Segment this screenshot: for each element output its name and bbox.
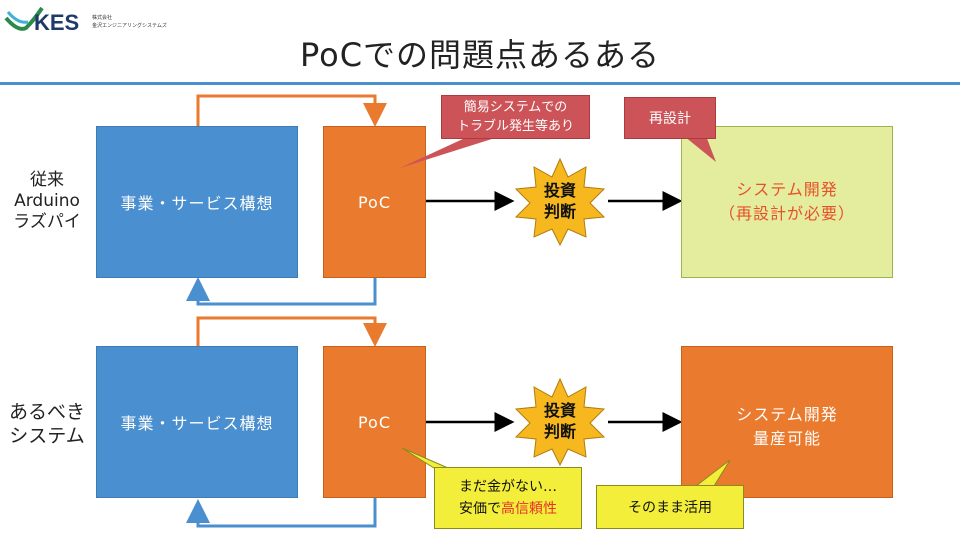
trouble-callout-tail [400,138,495,168]
top-system-line1: システム開発 [736,180,838,199]
logo-swoosh-icon [4,6,44,31]
top-poc-label: PoC [357,192,392,212]
bottom-business-label: 事業・サービス構想 [120,414,274,433]
money-callout: まだ金がない… 安価で高信頼性 [434,467,582,529]
top-back-loop-arrow [186,277,377,306]
top-poc-box: PoC [323,126,426,278]
top-business-box: 事業・サービス構想 [96,126,298,278]
money-line2: 安価で高信頼性 [435,498,581,520]
bottom-invest-label: 投資 判断 [543,401,576,441]
bottom-back-loop-arrow [186,498,377,528]
bottom-business-box: 事業・サービス構想 [96,346,298,498]
bottom-poc-label: PoC [357,412,392,432]
reuse-label: そのまま活用 [628,500,712,516]
redesign-label: 再設計 [649,111,691,127]
redesign-callout-tail [684,136,716,162]
logo-sub2: 金沢エンジニアリングシステムズ [92,23,167,29]
money-line2-highlight: 高信頼性 [501,501,557,517]
reuse-callout: そのまま活用 [596,485,744,529]
title-divider [0,82,960,85]
logo-brand: KES [34,10,80,35]
reuse-callout-tail [694,459,731,487]
top-invest-label: 投資 判断 [543,181,576,221]
row-label-ideal: あるべき システム [8,401,85,447]
trouble-callout: 簡易システムでの トラブル発生等あり [441,95,590,139]
bottom-forward-loop-arrow [196,316,387,347]
bottom-poc-box: PoC [323,346,426,498]
top-business-label: 事業・サービス構想 [120,194,274,213]
bottom-invest-star-icon [514,377,606,467]
top-invest-star-icon [514,157,606,247]
bottom-system-line1: システム開発 [736,405,838,424]
company-logo: KES 株式会社 金沢エンジニアリングシステムズ [4,6,174,36]
trouble-line2: トラブル発生等あり [456,119,574,134]
slide-title: PoCでの問題点あるある [299,36,661,74]
redesign-callout: 再設計 [624,97,716,139]
top-forward-loop-arrow [196,94,387,127]
money-line2-prefix: 安価で [459,501,501,517]
row-label-current: 従来 Arduino ラズパイ [13,170,81,232]
money-line1: まだ金がない… [459,479,557,495]
top-system-box: システム開発 （再設計が必要） [681,126,893,278]
logo-sub1: 株式会社 [92,15,113,21]
top-system-line2: （再設計が必要） [718,204,855,223]
trouble-line1: 簡易システムでの [463,100,568,115]
bottom-system-line2: 量産可能 [752,429,821,448]
